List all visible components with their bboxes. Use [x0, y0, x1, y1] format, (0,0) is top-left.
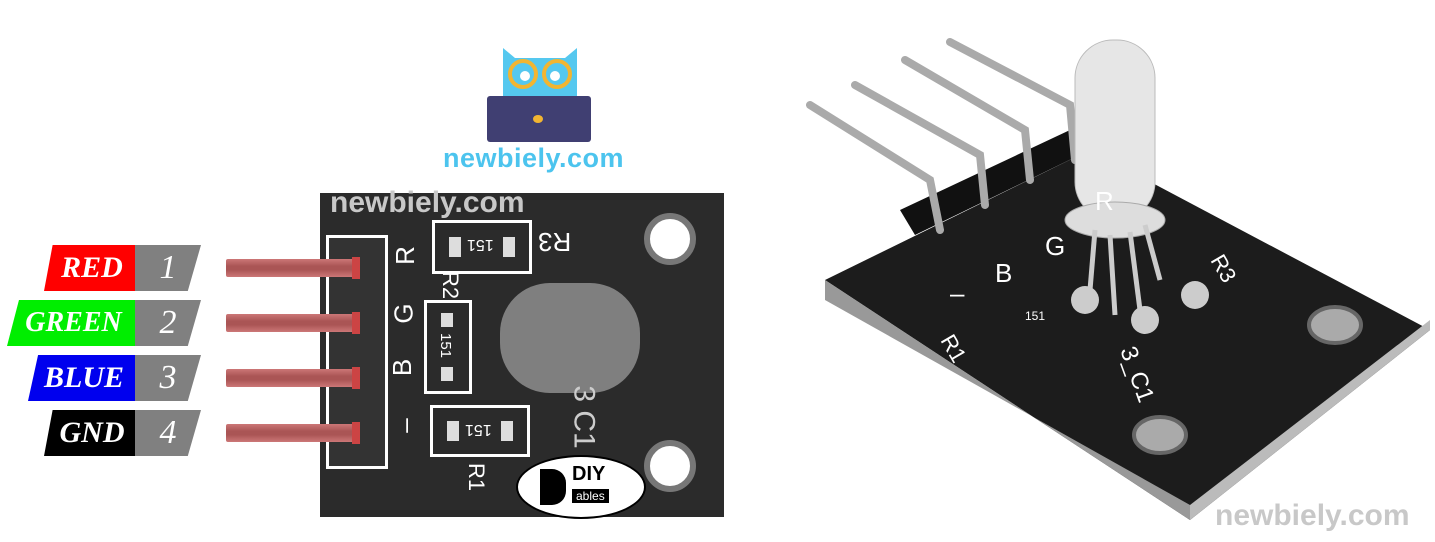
ref-r1: R1	[464, 462, 490, 492]
pin-number: 4	[135, 410, 201, 456]
wire-pin-1	[226, 257, 360, 279]
photo-silk-151: 151	[1025, 309, 1045, 323]
pin-number: 1	[135, 245, 201, 291]
photo-silk-b: B	[995, 258, 1012, 288]
resistor-r2: 151	[424, 300, 472, 394]
photo-watermark: newbiely.com	[1215, 499, 1410, 532]
mounting-hole	[644, 440, 696, 492]
resistor-value: 151	[465, 421, 492, 438]
wire-pin-4	[226, 422, 360, 444]
silk-gnd: –	[389, 418, 420, 433]
pin-label-red: RED 1	[0, 245, 210, 291]
wire-pin-2	[226, 312, 360, 334]
resistor-r1: 151	[430, 405, 530, 457]
watermark: newbiely.com	[330, 186, 525, 219]
diyables-badge: DIY ables	[516, 455, 646, 519]
photo-silk-gnd: –	[950, 278, 965, 308]
led-label: 3 C1	[567, 385, 601, 449]
silk-g: G	[388, 303, 419, 324]
badge-bottom: ables	[572, 489, 609, 503]
ref-r3: R3	[538, 227, 572, 257]
photo-silk-r: R	[1095, 186, 1114, 216]
silk-r: R	[389, 246, 420, 265]
brand-text: newbiely.com	[443, 143, 625, 173]
pin-name: BLUE	[28, 355, 140, 401]
pin-name: GREEN	[7, 300, 140, 346]
mounting-hole	[644, 213, 696, 265]
ref-r2: R2	[438, 270, 464, 300]
pin-label-gnd: GND 4	[0, 410, 210, 456]
diyables-mark-icon	[540, 469, 566, 505]
newbiely-owl-logo	[487, 48, 591, 142]
silk-b: B	[387, 358, 418, 377]
photo-silk-g: G	[1045, 231, 1065, 261]
rgb-led-module-photo: R G B – R1 R3 3_C1 151 newbiely.com	[806, 38, 1430, 532]
rgb-led	[500, 283, 640, 393]
resistor-value: 151	[437, 332, 455, 359]
pin-name: RED	[44, 245, 140, 291]
resistor-r3: 151	[432, 220, 532, 274]
pin-name: GND	[44, 410, 140, 456]
pin-number: 3	[135, 355, 201, 401]
pin-number: 2	[135, 300, 201, 346]
pin-label-green: GREEN 2	[0, 300, 210, 346]
wire-pin-3	[226, 367, 360, 389]
resistor-value: 151	[467, 236, 494, 253]
pin-label-blue: BLUE 3	[0, 355, 210, 401]
badge-top: DIY	[572, 463, 606, 485]
